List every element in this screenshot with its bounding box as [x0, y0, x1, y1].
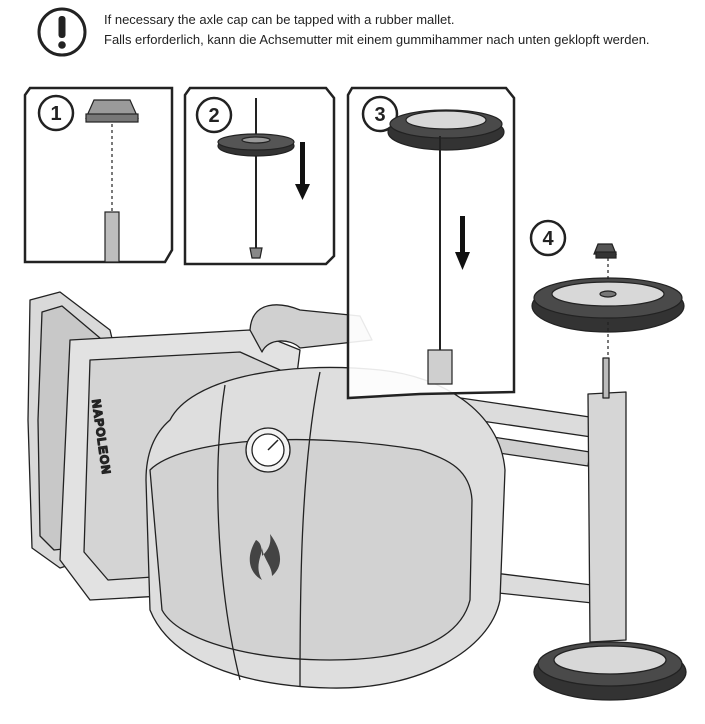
thermometer-gauge	[245, 427, 291, 473]
axle-shaft-step4	[602, 357, 610, 399]
step-3-frame	[346, 86, 516, 400]
down-arrow-icon	[455, 216, 470, 270]
down-arrow-icon	[295, 142, 310, 200]
warning-text-english: If necessary the axle cap can be tapped …	[104, 12, 455, 27]
warning-note: If necessary the axle cap can be tapped …	[104, 10, 650, 50]
flame-logo-icon	[249, 534, 281, 580]
lid-front-panel	[149, 438, 473, 661]
step-3-badge	[361, 95, 399, 133]
axle-insert-icon	[387, 109, 505, 385]
right-frame-post	[587, 391, 627, 643]
lid-seam-left	[217, 384, 241, 681]
step-1-badge	[37, 94, 75, 132]
lid-seam-right	[299, 371, 321, 687]
rear-wheel-bottom	[533, 641, 687, 701]
warning-text-german: Falls erforderlich, kann die Achsemutter…	[104, 32, 650, 47]
step-1-frame	[23, 86, 174, 264]
warning-exclamation-icon	[37, 7, 87, 57]
wheel-on-axle-icon	[217, 98, 295, 259]
step-4-badge	[529, 219, 567, 257]
step-2-badge	[195, 96, 233, 134]
step-2-panel: 2	[183, 86, 336, 266]
step-1-number: 1	[50, 103, 61, 125]
step-2-number: 2	[208, 105, 219, 127]
step-2-frame	[183, 86, 336, 266]
axle-cap-icon	[85, 99, 139, 263]
step-4-callout: 4	[529, 219, 685, 356]
step-3-number: 3	[374, 104, 385, 126]
step-4-number: 4	[542, 228, 554, 250]
cap-onto-wheel-icon	[531, 243, 685, 356]
step-1-panel: 1	[23, 86, 174, 264]
step-3-panel: 3	[346, 86, 516, 400]
grill-assembly: NAPOLEON	[27, 291, 687, 701]
